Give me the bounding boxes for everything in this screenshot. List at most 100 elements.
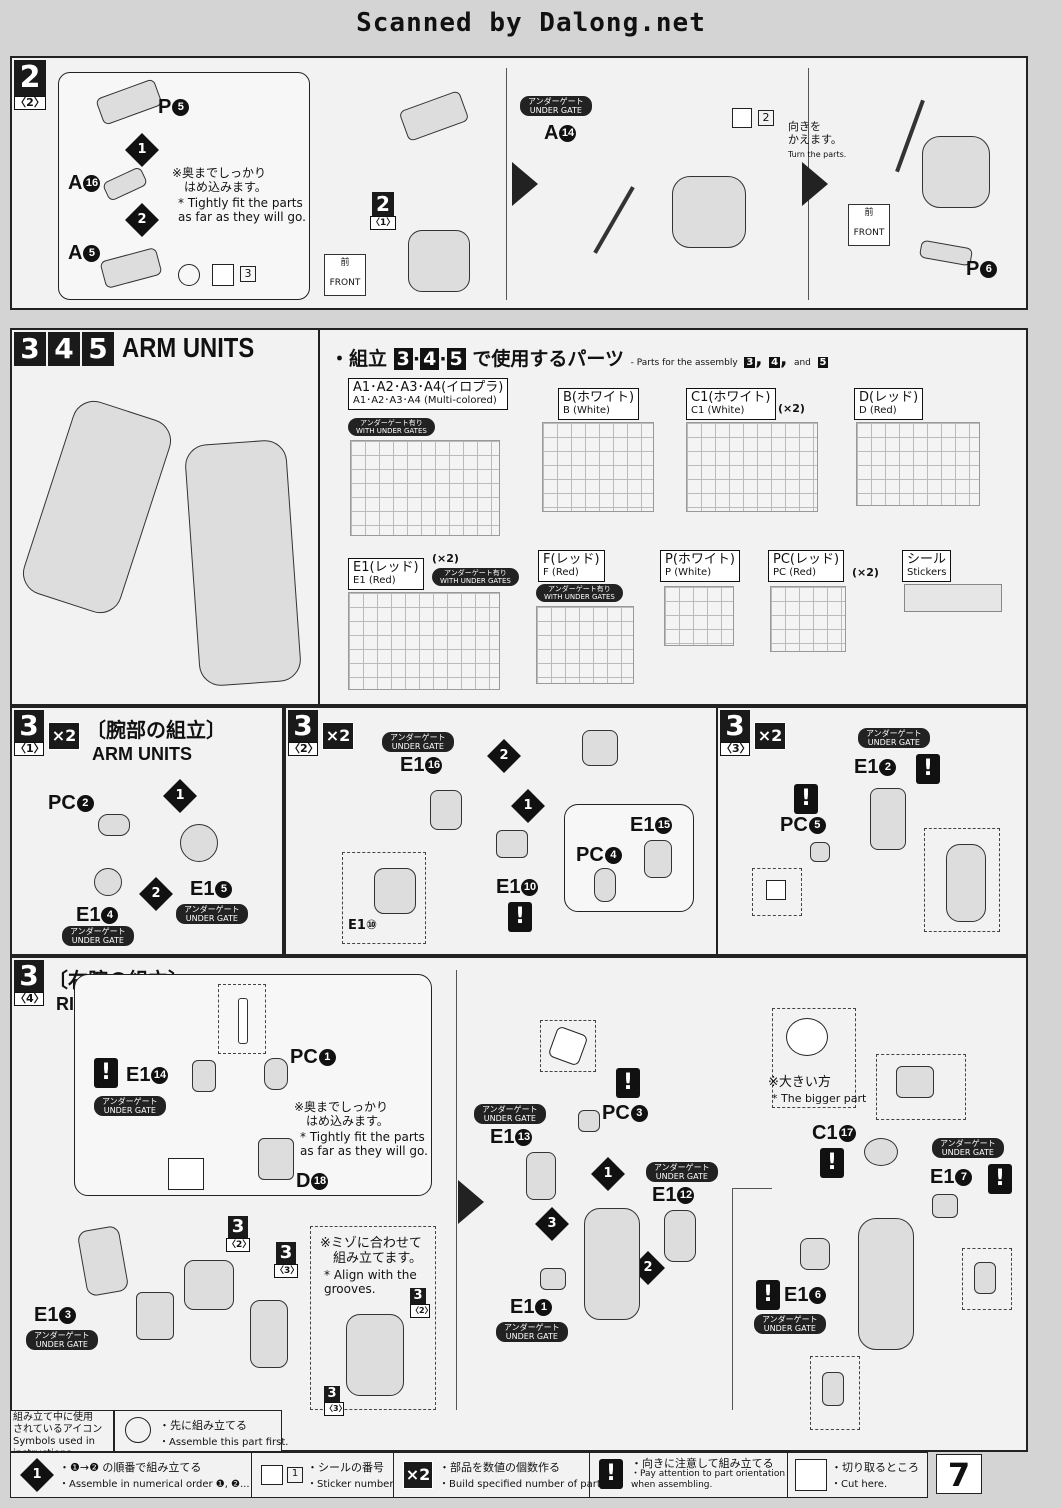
sticker-number-icon: 1 <box>287 1467 303 1483</box>
part-c117 <box>864 1138 898 1166</box>
part-head-assembly <box>672 176 746 248</box>
runner-c1 <box>686 422 818 512</box>
gate-e14: アンダーゲート UNDER GATE <box>62 926 134 946</box>
part-bottom <box>822 1372 844 1406</box>
gate-e17: アンダーゲート UNDER GATE <box>932 1138 1004 1158</box>
part-pc5 <box>810 842 830 862</box>
runner-b-title: B(ホワイト)B (White) <box>558 388 640 420</box>
legend-sep-2 <box>393 1453 394 1497</box>
detail-bigger-part <box>786 1018 828 1056</box>
attention-icon-pc3: ! <box>616 1068 640 1098</box>
legend-qty-icon: ×2 <box>403 1461 433 1489</box>
next-arrow <box>512 162 538 206</box>
gate-e16: アンダーゲート UNDER GATE <box>754 1314 826 1334</box>
page-number: 7 <box>936 1454 982 1494</box>
arm-illustration-left <box>17 395 177 619</box>
sticker-number: 3 <box>240 266 256 282</box>
part-pc2 <box>98 814 130 836</box>
order-2: 2 <box>125 203 159 237</box>
part-top <box>582 730 618 766</box>
part-d18 <box>258 1138 294 1180</box>
runner-d-title: D(レッド)D (Red) <box>854 388 924 420</box>
groove-ref-bottom-sub: 〈3〉 <box>324 1402 347 1416</box>
arm-units-panel: 3 4 5 ARM UNITS ・組立 3·4·5 で使用するパーツ - Par… <box>10 328 1028 706</box>
order-1: 1 <box>125 133 159 167</box>
sticker-icon-2 <box>732 108 752 128</box>
gate-e112: アンダーゲート UNDER GATE <box>646 1162 718 1182</box>
runner-pc-title: PC(レッド)PC (Red) <box>768 550 845 582</box>
legend-first-en: ・Assemble this part first. <box>159 1437 289 1448</box>
part-pc3 <box>578 1110 600 1132</box>
callout-box <box>564 804 694 912</box>
part-antenna-final <box>895 99 925 173</box>
turn-note-jp: 向きを かえます。 <box>788 120 842 146</box>
groove-note-en: * Align with the grooves. <box>324 1268 417 1296</box>
attention-icon-e114: ! <box>94 1058 118 1088</box>
attention-icon-e16: ! <box>756 1280 780 1310</box>
part-e12 <box>870 788 906 850</box>
next-arrow <box>458 1180 484 1224</box>
part-e112 <box>664 1210 696 1262</box>
step-number: 3 <box>14 710 44 742</box>
divider <box>506 68 507 300</box>
step-number-4: 4 <box>48 332 80 366</box>
part-e17 <box>932 1194 958 1218</box>
part-e13 <box>76 1224 130 1298</box>
runner-a-gate: アンダーゲート有り WITH UNDER GATES <box>348 418 435 436</box>
step-number: 3 <box>288 710 318 742</box>
parts-heading: ・組立 3·4·5 で使用するパーツ - Parts for the assem… <box>330 348 829 370</box>
watermark: Scanned by Dalong.net <box>356 8 706 38</box>
next-arrow-2 <box>802 162 828 206</box>
detail-box-bottom <box>810 1356 860 1430</box>
attention-icon: ! <box>508 902 532 932</box>
part-e115 <box>644 840 672 878</box>
sticker-sheet <box>904 584 1002 612</box>
detail-box-pc5 <box>752 868 802 916</box>
turn-note-en: Turn the parts. <box>788 150 847 159</box>
runner-p <box>664 586 734 646</box>
substep-label: 〈4〉 <box>14 992 45 1006</box>
gate-e12: アンダーゲート UNDER GATE <box>858 728 930 748</box>
gate-e113: アンダーゲート UNDER GATE <box>474 1104 546 1124</box>
attention-icon-pc5: ! <box>794 784 818 814</box>
step-number-3: 3 <box>14 332 46 366</box>
fit-note-jp: ※奥までしっかり はめ込みます。 <box>294 1100 389 1128</box>
ref-sub-3-2: 〈2〉 <box>226 1238 252 1252</box>
first-icon <box>125 1417 151 1443</box>
legend-sticker-jp: ・シールの番号 <box>307 1461 384 1474</box>
sticker-icon <box>261 1465 283 1485</box>
substep-label: 〈2〉 <box>288 742 319 756</box>
title-en: ARM UNITS <box>92 744 192 764</box>
order-1: 1 <box>511 789 545 823</box>
part-right-lower <box>974 1262 996 1294</box>
legend-cut-en: ・Cut here. <box>831 1479 888 1490</box>
part-e110 <box>496 830 528 858</box>
part-detail-left <box>374 868 416 914</box>
runner-c1-qty: (×2) <box>778 402 805 415</box>
legend-heading: 組み立て中に使用 されているアイコン Symbols used in instr… <box>10 1410 114 1459</box>
runner-e1-title: E1(レッド)E1 (Red) <box>348 558 424 590</box>
legend-order-icon: 1 <box>20 1458 54 1492</box>
bigger-note-jp: ※大きい方 <box>768 1075 831 1090</box>
ref-sub-3-3: 〈3〉 <box>274 1264 300 1278</box>
detail-box-top-right <box>876 1054 966 1120</box>
detail-pc5-icon <box>766 880 786 900</box>
quantity-badge: ×2 <box>48 722 80 750</box>
